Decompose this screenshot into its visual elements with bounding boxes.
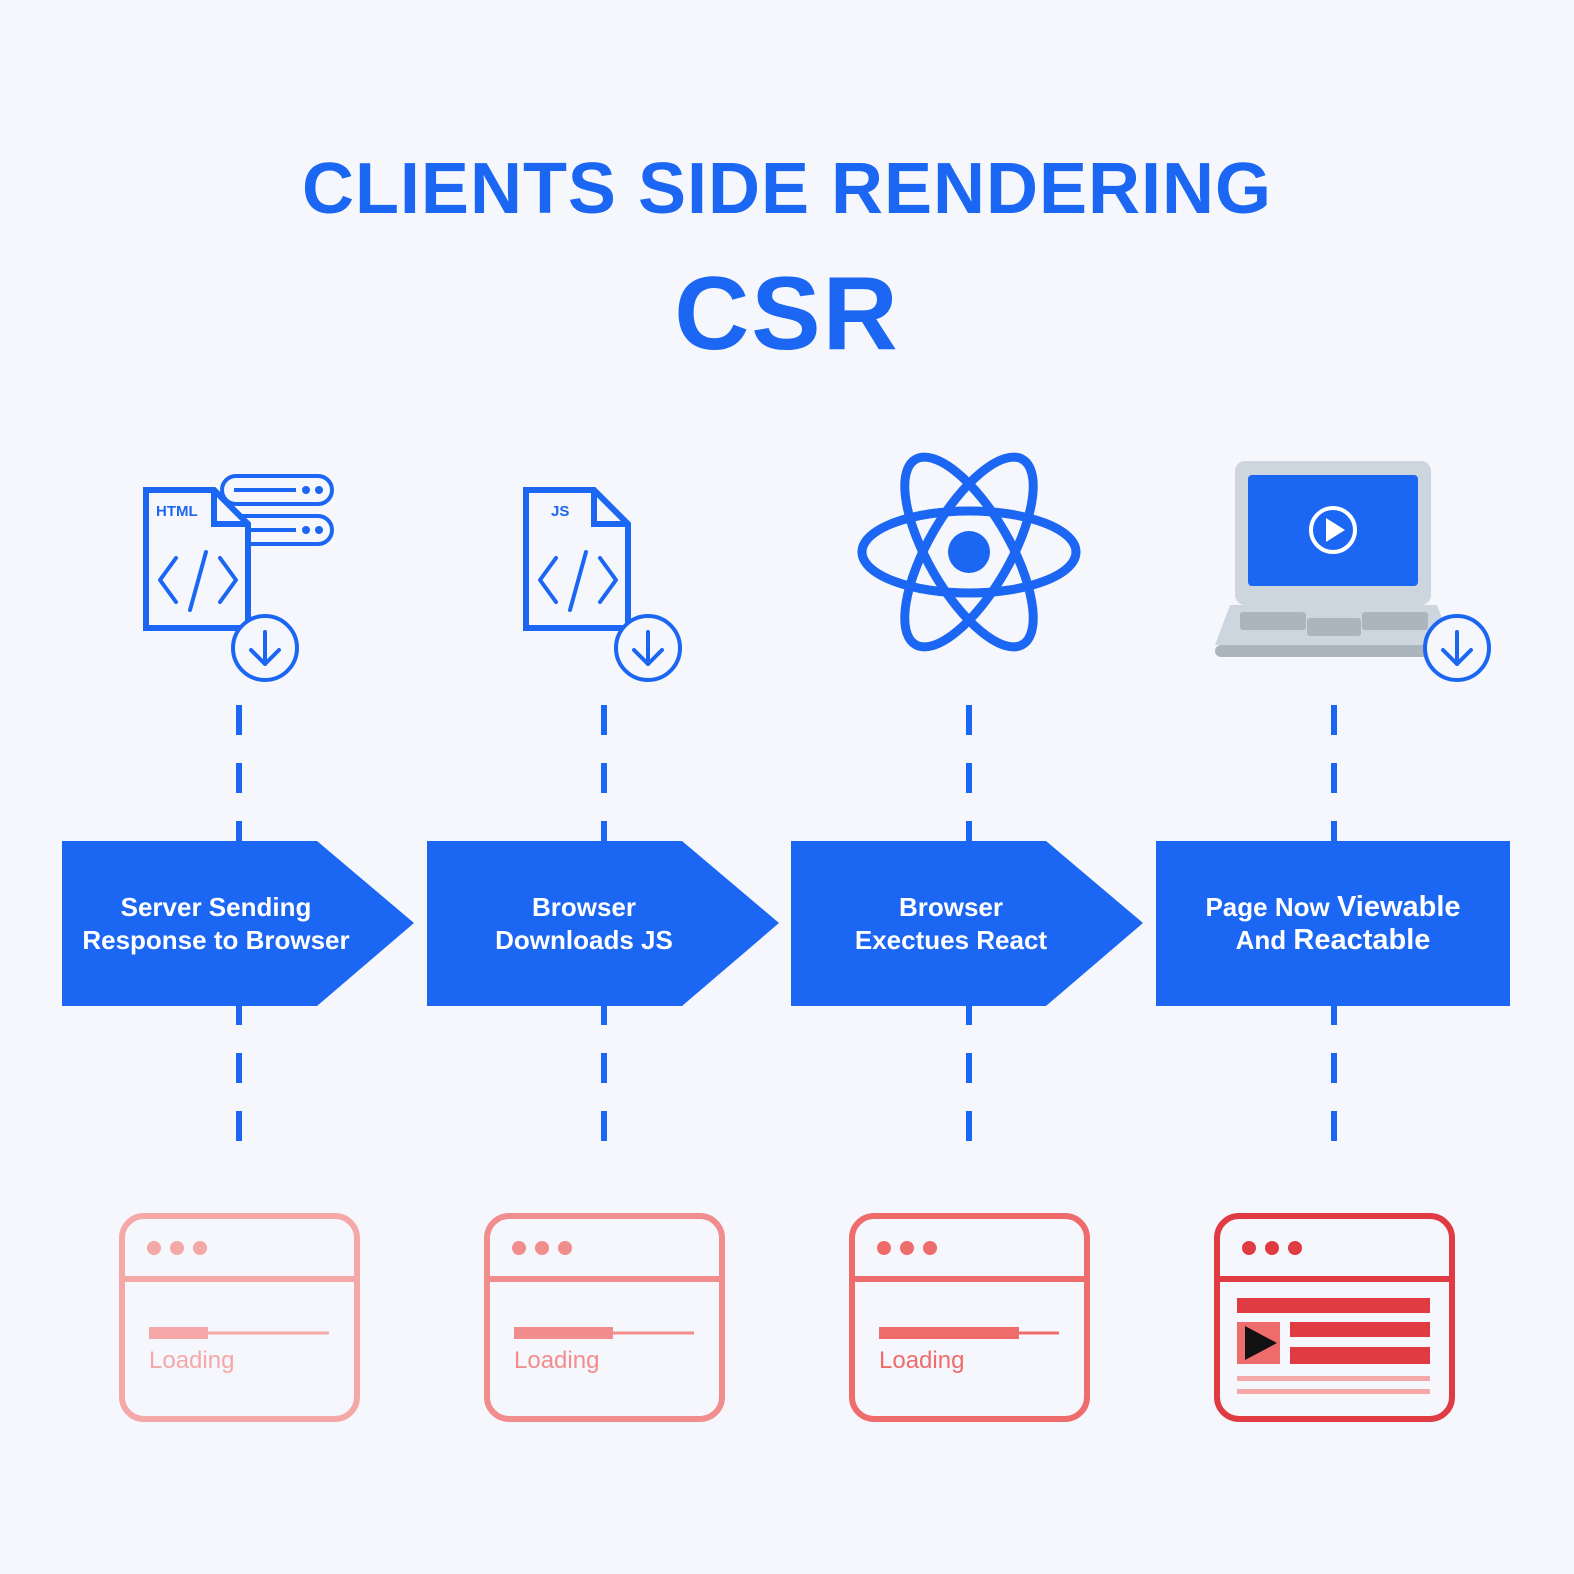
step-label-1: Server Sending Response to Browser xyxy=(62,841,370,1006)
step-box-4 xyxy=(1156,841,1510,1006)
step-label-line: Browser xyxy=(531,891,637,922)
step-label-line: Browser xyxy=(898,891,1004,922)
file-type-label: HTML xyxy=(156,503,198,520)
file-type-label: JS xyxy=(551,503,569,520)
step-label-part: And xyxy=(1235,924,1287,955)
play-circle-icon xyxy=(1309,506,1357,554)
step-label-line: And Reactable xyxy=(1236,924,1431,957)
step-label-line: Server Sending xyxy=(120,891,312,922)
step-label-part: Page Now xyxy=(1205,891,1330,922)
subtitle: CSR xyxy=(674,256,900,372)
html-file-server-icon: HTML xyxy=(143,474,334,682)
step-label-2: Browser Downloads JS xyxy=(427,841,741,1006)
step-label-line: Downloads JS xyxy=(495,924,673,955)
step-label-emphasis: Reactable xyxy=(1293,923,1431,956)
step-arrow-3 xyxy=(791,841,1143,1006)
js-file-download-icon: JS xyxy=(523,487,682,682)
react-atom-icon xyxy=(857,452,1081,652)
step-label-emphasis: Viewable xyxy=(1336,890,1461,923)
step-label-4: Page Now Viewable And Reactable xyxy=(1156,841,1510,1006)
step-label-3: Browser Exectues React xyxy=(791,841,1111,1006)
step-label-line: Page Now Viewable xyxy=(1205,891,1460,924)
laptop-play-icon xyxy=(1215,461,1491,682)
step-arrow-1 xyxy=(62,841,414,1006)
step-arrow-2 xyxy=(427,841,779,1006)
step-label-line: Response to Browser xyxy=(82,924,350,955)
step-label-line: Exectues React xyxy=(854,924,1048,955)
main-title: CLIENTS SIDE RENDERING xyxy=(301,149,1273,229)
